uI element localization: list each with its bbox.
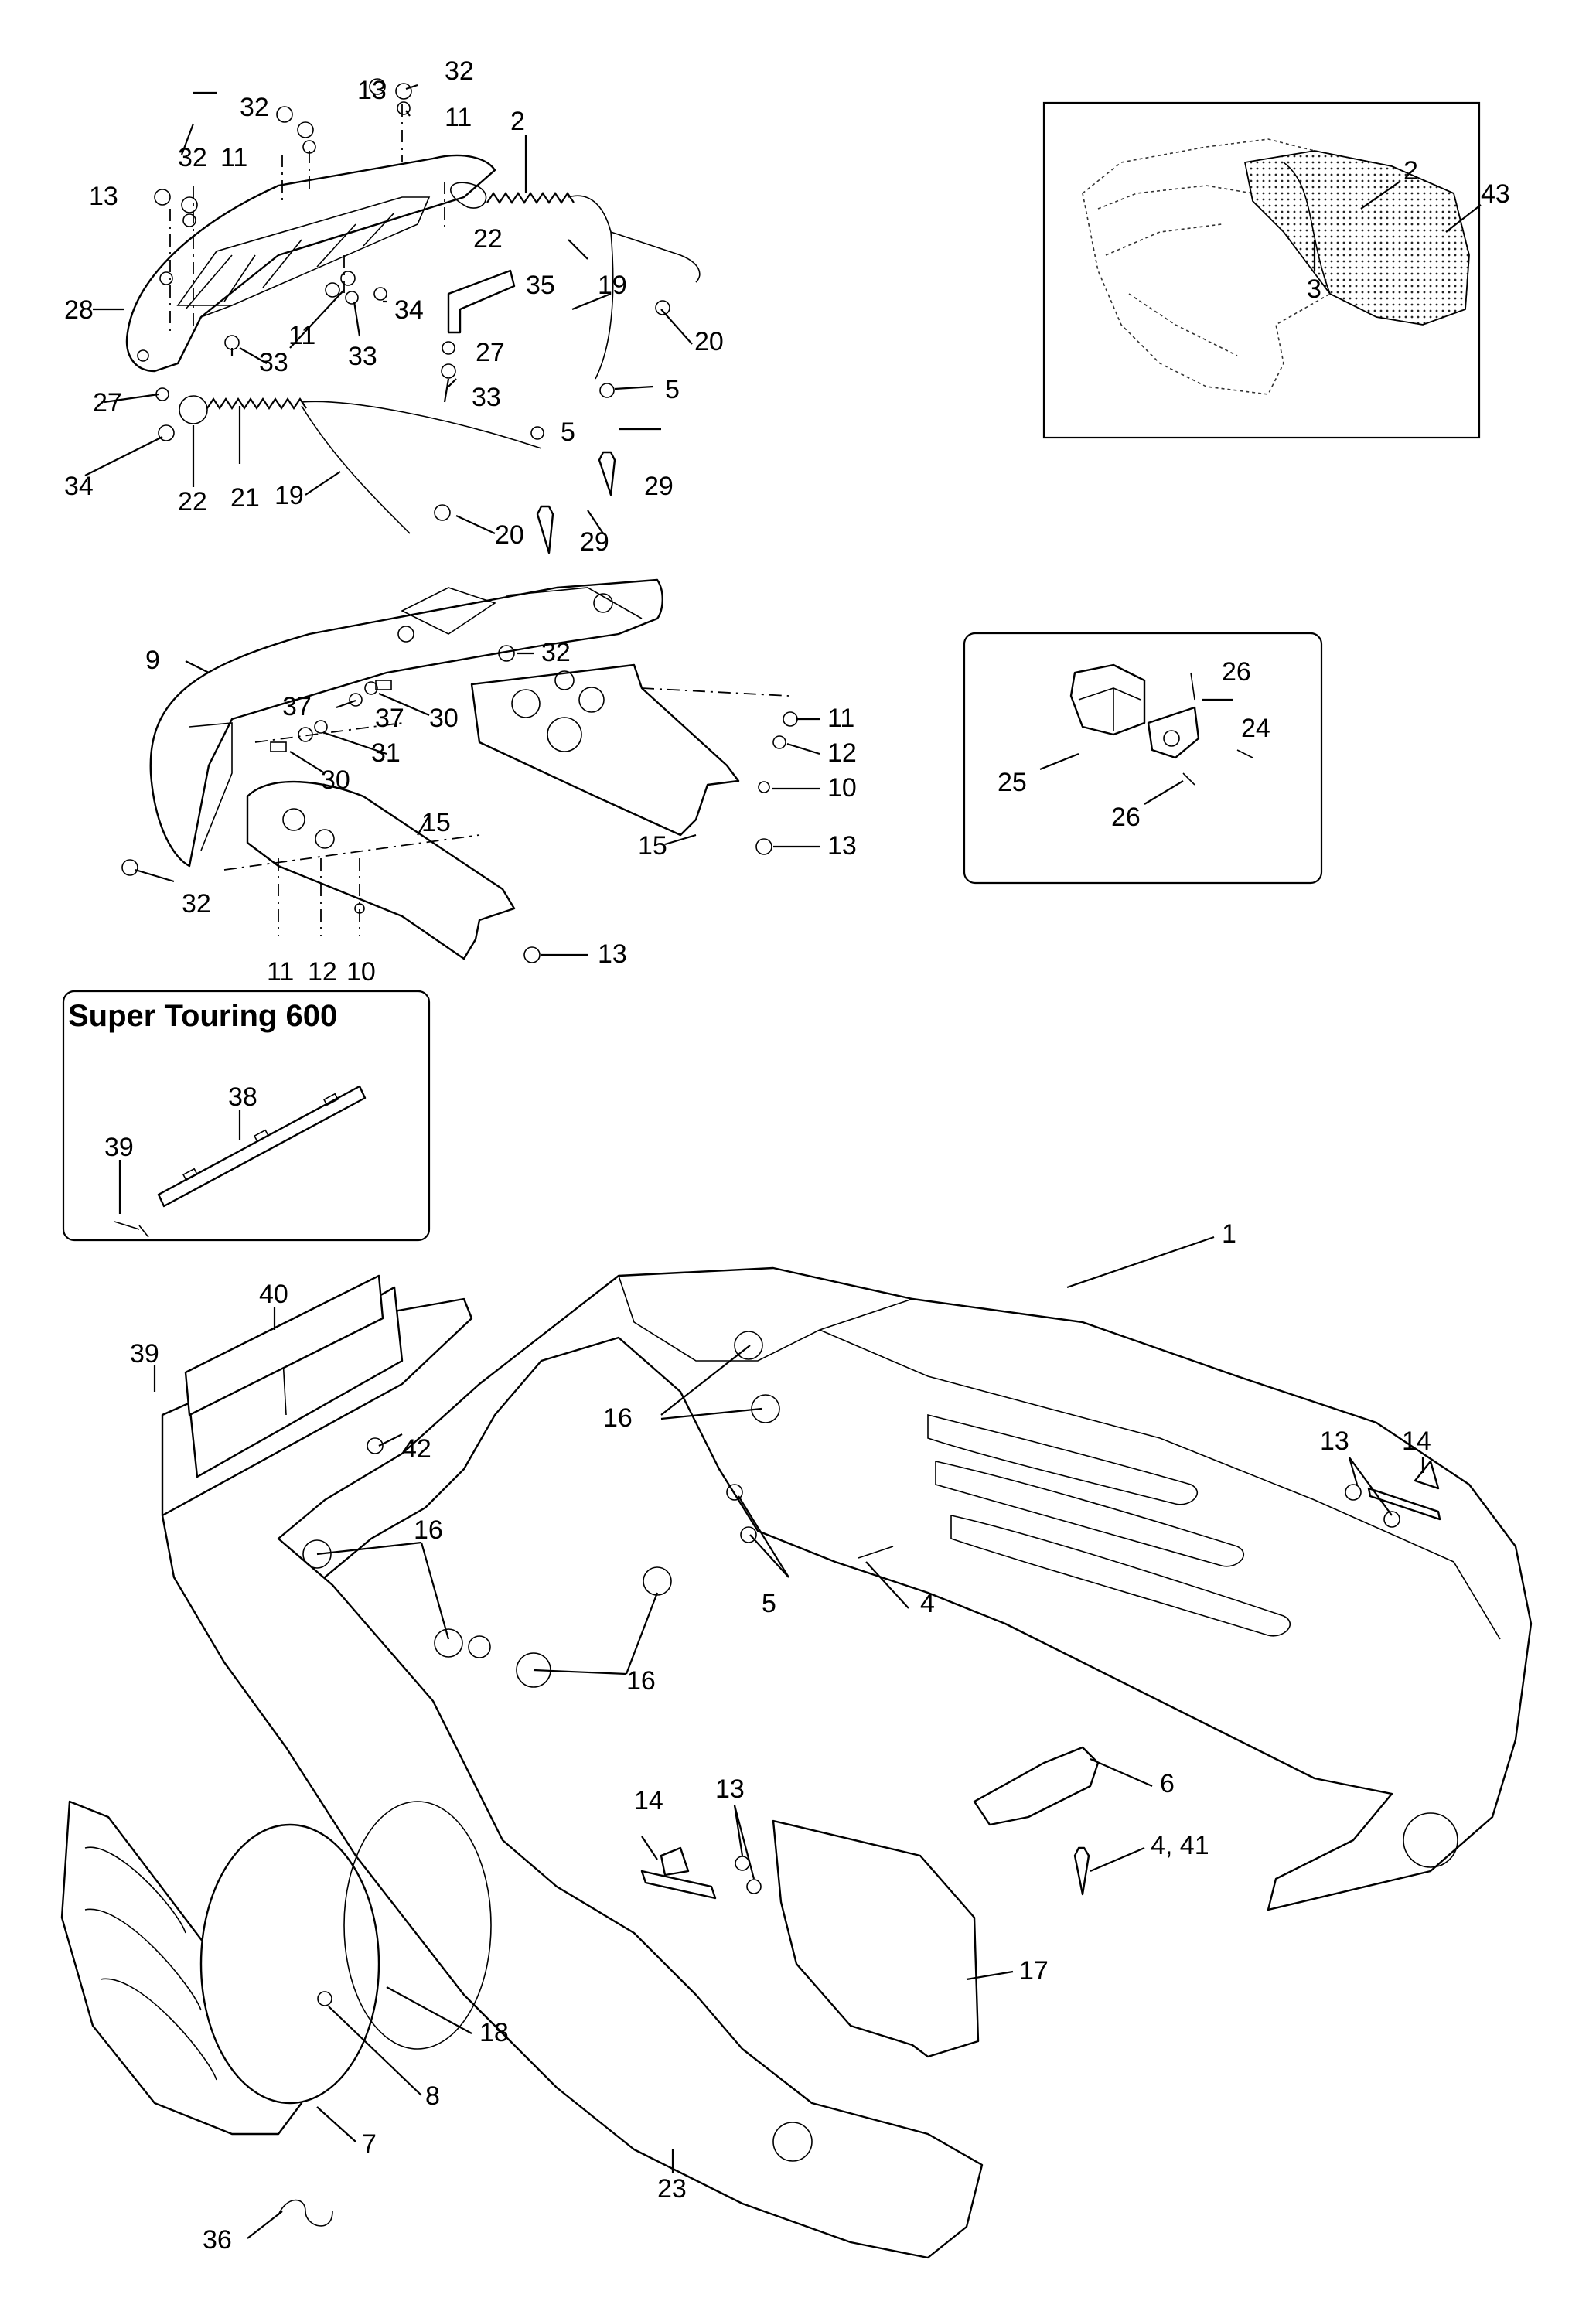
- callout-11-d: 11: [827, 704, 854, 733]
- callout-19-b: 19: [275, 481, 304, 510]
- callout-42: 42: [402, 1434, 431, 1464]
- callout-18: 18: [479, 2018, 509, 2047]
- callout-4: 4: [920, 1589, 935, 1618]
- inset-frame: [62, 990, 431, 1242]
- callout-40: 40: [259, 1280, 288, 1309]
- callout-13-b: 13: [89, 182, 118, 211]
- callout-9: 9: [145, 646, 160, 675]
- callout-10-b: 10: [346, 957, 376, 987]
- callout-28: 28: [64, 295, 94, 325]
- clip-bracket-inset: [963, 632, 1323, 885]
- callout-22-b: 22: [178, 487, 207, 516]
- callout-20-a: 20: [694, 327, 724, 356]
- callout-27-a: 27: [476, 338, 505, 367]
- callout-13-f: 13: [715, 1774, 745, 1804]
- callout-24: 24: [1241, 714, 1270, 743]
- callout-33-c: 33: [472, 383, 501, 412]
- callout-35: 35: [526, 271, 555, 300]
- callout-27-b: 27: [93, 388, 122, 418]
- main-chassis: [60, 1266, 1533, 2259]
- callout-31: 31: [371, 738, 401, 768]
- callout-26-b: 26: [1111, 803, 1141, 832]
- callout-11-a: 11: [445, 103, 472, 132]
- callout-34-b: 34: [64, 472, 94, 501]
- callout-32-c: 32: [178, 143, 207, 172]
- callout-2: 2: [510, 107, 525, 136]
- callout-43: 43: [1481, 179, 1510, 209]
- callout-25: 25: [998, 768, 1027, 797]
- callout-13-e: 13: [1320, 1427, 1349, 1456]
- callout-17: 17: [1019, 1956, 1049, 1986]
- callout-12-b: 12: [308, 957, 337, 987]
- callout-33-b: 33: [259, 348, 288, 377]
- callout-16-a: 16: [603, 1403, 633, 1433]
- callout-10-a: 10: [827, 773, 857, 803]
- callout-15-a: 15: [421, 808, 451, 837]
- callout-32-d: 32: [541, 638, 571, 667]
- callout-16-c: 16: [626, 1666, 656, 1696]
- callout-39-b: 39: [130, 1339, 159, 1369]
- callout-16-b: 16: [414, 1515, 443, 1545]
- callout-37-b: 37: [375, 704, 404, 733]
- callout-labels: 1 2 2 3 43 13 32 32 11 32 11 13 28 22 35…: [64, 56, 1510, 2255]
- callout-20-b: 20: [495, 520, 524, 550]
- callout-11-c: 11: [288, 321, 315, 350]
- callout-7: 7: [362, 2129, 377, 2159]
- bumper-bracket-assembly: [121, 578, 798, 963]
- callout-30-b: 30: [321, 765, 350, 795]
- callout-29-b: 29: [580, 527, 609, 557]
- callout-13-c: 13: [827, 831, 857, 861]
- callout-32-b: 32: [240, 93, 269, 122]
- callout-34-a: 34: [394, 295, 424, 325]
- belly-pan-frame: [1042, 101, 1481, 439]
- callout-19-a: 19: [598, 271, 627, 300]
- clip-bracket-frame: [963, 632, 1323, 885]
- callout-29-a: 29: [644, 472, 674, 501]
- callout-26-a: 26: [1222, 657, 1251, 687]
- callout-37-a: 37: [282, 692, 312, 721]
- belly-pan-inset: [1042, 101, 1481, 439]
- callout-2-inset: 2: [1403, 156, 1418, 186]
- callout-36: 36: [203, 2225, 232, 2255]
- callout-5-c: 5: [762, 1589, 776, 1618]
- leader-lines: [84, 84, 1482, 2239]
- callout-5-b: 5: [561, 418, 575, 447]
- callout-11-b: 11: [220, 143, 247, 172]
- callout-32-e: 32: [182, 889, 211, 919]
- callout-23: 23: [657, 2174, 687, 2204]
- callout-1: 1: [1222, 1219, 1236, 1249]
- callout-13-d: 13: [598, 939, 627, 969]
- callout-39-a: 39: [104, 1133, 134, 1162]
- callout-5-a: 5: [665, 375, 680, 404]
- callout-3: 3: [1307, 274, 1321, 304]
- callout-8: 8: [425, 2081, 440, 2111]
- callout-21: 21: [230, 483, 260, 513]
- callout-4-41: 4, 41: [1151, 1831, 1209, 1860]
- callout-14-a: 14: [1402, 1427, 1431, 1456]
- inset-title: Super Touring 600: [68, 999, 337, 1033]
- callout-38: 38: [228, 1082, 257, 1112]
- front-bumper-assembly: [125, 78, 701, 554]
- callout-22-a: 22: [473, 224, 503, 254]
- callout-33-a: 33: [348, 342, 377, 371]
- callout-32-a: 32: [445, 56, 474, 86]
- callout-13-a: 13: [357, 76, 387, 105]
- callout-6: 6: [1160, 1769, 1175, 1798]
- callout-11-e: 11: [267, 957, 294, 987]
- callout-14-b: 14: [634, 1786, 663, 1815]
- super-touring-inset: Super Touring 600: [62, 990, 431, 1242]
- callout-30-a: 30: [429, 704, 459, 733]
- callout-15-b: 15: [638, 831, 667, 861]
- callout-12-a: 12: [827, 738, 857, 768]
